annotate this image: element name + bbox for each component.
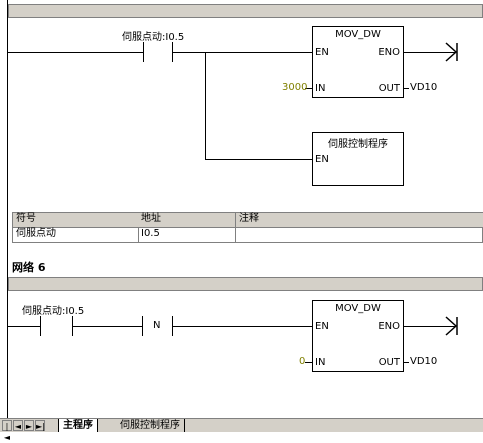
pin-out: OUT [378,83,400,94]
in-value[interactable]: 0 [299,356,306,367]
address-header[interactable]: 地址 [138,213,236,228]
subroutine-en: EN [315,154,329,165]
nav-next-button[interactable]: ► [24,420,34,431]
in-wire [305,362,312,363]
network-6-title-bar[interactable] [8,277,483,291]
out-value[interactable]: VD10 [410,82,438,93]
contact-left-bar [143,42,144,62]
subroutine-title: 伺服控制程序 [328,139,388,150]
pin-in: IN [315,357,326,368]
pin-eno: ENO [378,321,400,332]
pin-en: EN [315,321,329,332]
symbol-cell[interactable]: 伺服点动 [13,228,139,242]
program-tab-bar: |◄ ◄ ► ►| 主程序 伺服控制程序 [0,418,483,442]
eno-wire [404,52,456,53]
contact-right-bar [172,42,173,62]
pin-out: OUT [378,357,400,368]
pin-eno: ENO [378,47,400,58]
branch-wire-2 [205,159,313,160]
mov-dw-title: MOV_DW [335,303,381,314]
mov-dw-box[interactable]: MOV_DW EN ENO IN OUT [312,300,404,372]
out-value[interactable]: VD10 [410,356,438,367]
coil-arrow-icon [445,316,458,336]
contact-left-bar [40,316,41,336]
nav-first-button[interactable]: |◄ [2,420,12,442]
nav-prev-button[interactable]: ◄ [13,420,23,431]
contact-label: 伺服点动:I0.5 [22,306,85,317]
rung-wire [8,52,143,53]
symbol-table: 符号 地址 注释 伺服点动 I0.5 [12,212,483,243]
in-wire [305,88,312,89]
rung-wire-2 [73,326,142,327]
not-right-bar [172,316,173,336]
coil-arrow-icon [445,42,458,62]
mov-dw-title: MOV_DW [335,29,381,40]
network-5-title-bar[interactable] [8,4,483,18]
contact-right-bar [72,316,73,336]
symbol-header[interactable]: 符号 [13,213,139,228]
rung-wire-3 [173,326,313,327]
comment-header[interactable]: 注释 [236,213,483,228]
tab-main-program[interactable]: 主程序 [58,419,98,432]
out-wire [404,362,409,363]
comment-cell[interactable] [236,228,483,242]
eno-wire [404,326,456,327]
tab-servo-control[interactable]: 伺服控制程序 [116,419,185,432]
nav-last-button[interactable]: ►| [35,420,45,431]
rung-wire-2 [173,52,313,53]
contact-label: 伺服点动:I0.5 [122,32,185,43]
in-value[interactable]: 3000 [282,82,308,93]
mov-dw-box[interactable]: MOV_DW EN ENO IN OUT [312,26,404,98]
branch-wire [205,52,206,160]
power-rail [0,0,8,418]
not-left-bar [142,316,143,336]
out-wire [404,88,409,89]
rung-wire [8,326,40,327]
pin-in: IN [315,83,326,94]
network-6-title[interactable]: 网络 6 [12,261,46,274]
not-label: N [153,320,161,331]
subroutine-box[interactable]: 伺服控制程序 EN [312,132,404,186]
pin-en: EN [315,47,329,58]
address-cell[interactable]: I0.5 [138,228,236,242]
